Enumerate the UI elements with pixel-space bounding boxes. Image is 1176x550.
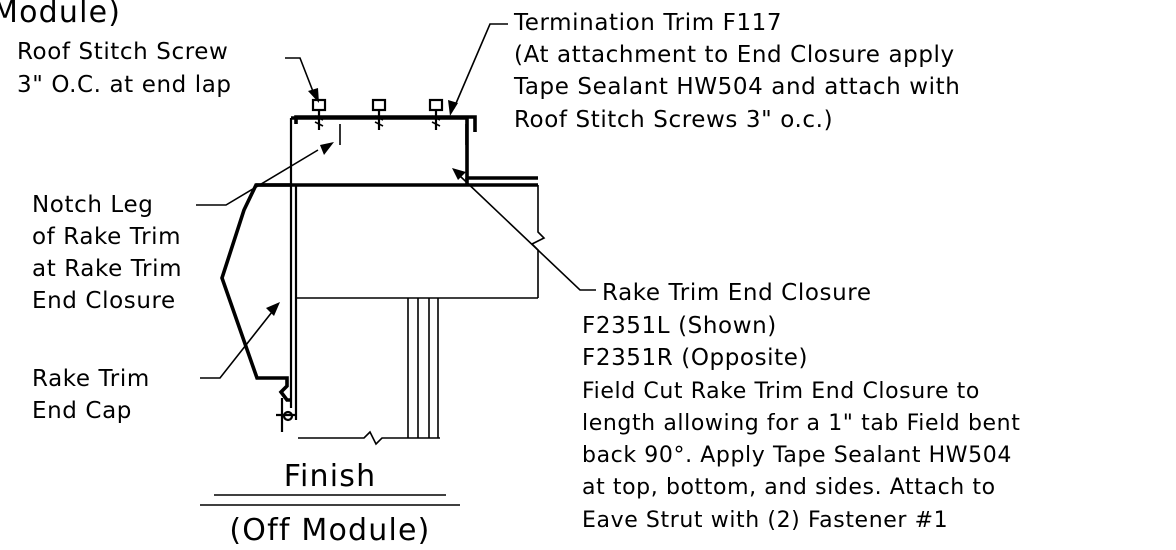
detail-title: Finish [284,459,377,494]
roof-stitch-screws [311,98,444,130]
leader-roof-stitch-screw [285,57,319,103]
leader-rake-trim-end-cap [200,302,280,379]
label-line: Roof Stitch Screw [17,39,228,65]
label-line: (At attachment to End Closure apply [514,42,955,68]
label-line: F2351L (Shown) [582,313,777,339]
label-rake-trim-end-cap: Rake Trim End Cap [32,366,150,424]
screw-icon [371,98,387,130]
leader-termination-trim [448,23,508,116]
label-line: 3" O.C. at end lap [17,72,232,98]
partial-title: Module) [0,0,121,30]
label-rake-trim-end-closure: Rake Trim End Closure F2351L (Shown) F23… [582,280,1020,533]
label-line: Roof Stitch Screws 3" o.c.) [514,107,833,133]
screw-icon [428,98,444,130]
rake-trim-end-closure [289,116,538,420]
screw-icon [311,98,327,130]
label-line: Notch Leg [32,192,153,218]
detail-subtitle: (Off Module) [229,513,430,548]
label-line: Rake Trim End Closure [602,280,872,306]
label-line: End Cap [32,398,132,424]
label-line: at Rake Trim [32,256,182,282]
label-line: Tape Sealant HW504 and attach with [513,74,960,100]
leader-rake-trim-end-closure [452,168,596,291]
eave-strut-body [256,183,546,299]
rake-trim-end-cap [220,183,296,432]
label-line: length allowing for a 1" tab Field bent [582,411,1020,436]
label-line: Eave Strut with (2) Fastener #1 [582,508,948,533]
label-line: F2351R (Opposite) [582,345,808,371]
detail-title-block: Finish (Off Module) [200,459,460,548]
label-termination-trim: Termination Trim F117 (At attachment to … [513,10,960,133]
label-line: Termination Trim F117 [513,10,782,36]
label-line: of Rake Trim [32,224,181,250]
termination-trim [294,115,477,145]
label-line: Field Cut Rake Trim End Closure to [582,379,980,404]
label-roof-stitch-screw: Roof Stitch Screw 3" O.C. at end lap [17,39,232,98]
label-notch-leg: Notch Leg of Rake Trim at Rake Trim End … [32,192,182,314]
label-line: Rake Trim [32,366,150,392]
leader-notch-leg [196,142,334,206]
wall-column [298,298,440,446]
label-line: at top, bottom, and sides. Attach to [582,475,996,500]
label-line: back 90°. Apply Tape Sealant HW504 [582,443,1012,468]
label-line: End Closure [32,288,176,314]
